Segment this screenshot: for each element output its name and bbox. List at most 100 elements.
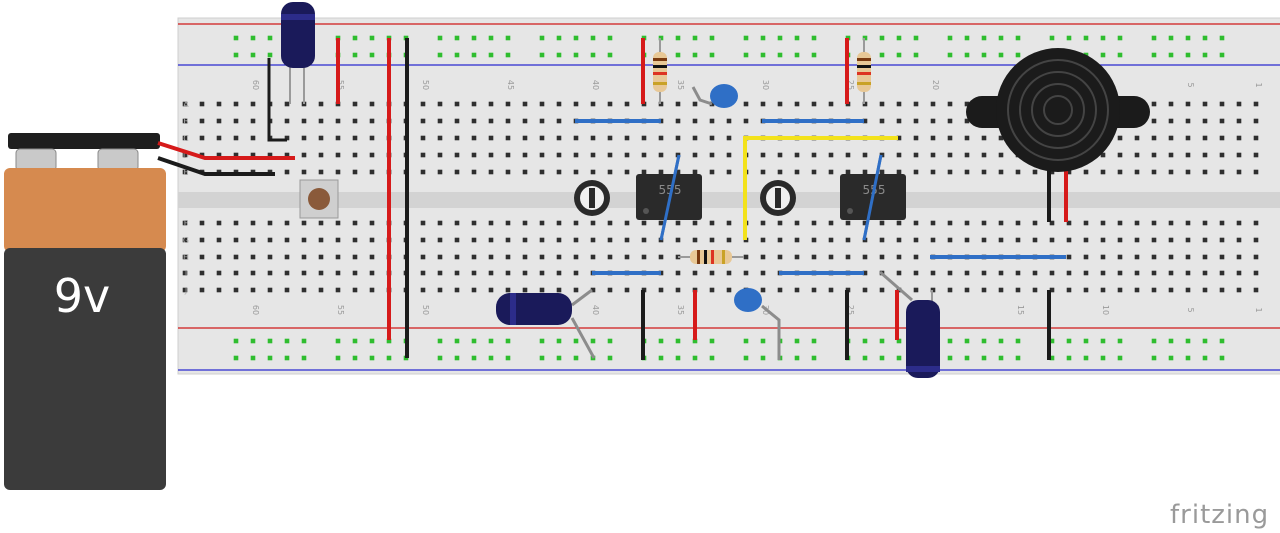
column-label: 45 — [506, 80, 515, 90]
breadboard-hole — [267, 287, 273, 293]
breadboard-hole — [811, 169, 817, 175]
breadboard-hole — [556, 52, 562, 58]
breadboard-hole — [454, 169, 460, 175]
breadboard-hole — [692, 237, 698, 243]
breadboard-hole — [1032, 169, 1038, 175]
breadboard-hole — [879, 237, 885, 243]
breadboard-hole — [420, 254, 426, 260]
breadboard-hole — [913, 101, 919, 107]
breadboard-hole — [964, 169, 970, 175]
breadboard-hole — [352, 355, 358, 361]
breadboard-hole — [556, 355, 562, 361]
breadboard-hole — [420, 287, 426, 293]
breadboard-hole — [1100, 237, 1106, 243]
breadboard-hole — [1015, 287, 1021, 293]
breadboard-hole — [301, 220, 307, 226]
breadboard-hole — [505, 152, 511, 158]
breadboard-hole — [590, 169, 596, 175]
breadboard-hole — [1134, 169, 1140, 175]
breadboard-hole — [335, 152, 341, 158]
breadboard-hole — [624, 287, 630, 293]
breadboard-hole — [811, 52, 817, 58]
breadboard-hole — [896, 355, 902, 361]
breadboard-hole — [777, 52, 783, 58]
breadboard-hole — [369, 169, 375, 175]
breadboard-hole — [1117, 52, 1123, 58]
breadboard-hole — [454, 220, 460, 226]
breadboard-hole — [369, 118, 375, 124]
breadboard-hole — [1066, 35, 1072, 41]
breadboard-hole — [420, 169, 426, 175]
breadboard-hole — [199, 287, 205, 293]
breadboard-hole — [862, 220, 868, 226]
breadboard-hole — [556, 135, 562, 141]
breadboard-hole — [1202, 118, 1208, 124]
breadboard-hole — [369, 152, 375, 158]
breadboard-hole — [556, 169, 562, 175]
breadboard-hole — [675, 135, 681, 141]
breadboard-hole — [233, 52, 239, 58]
breadboard-hole — [250, 52, 256, 58]
breadboard-hole — [896, 35, 902, 41]
breadboard-hole — [233, 355, 239, 361]
breadboard-hole — [1032, 220, 1038, 226]
breadboard-hole — [488, 118, 494, 124]
breadboard-hole — [1100, 152, 1106, 158]
row-letter: F — [184, 219, 189, 228]
breadboard-hole — [913, 35, 919, 41]
breadboard-hole — [233, 118, 239, 124]
breadboard-hole — [522, 270, 528, 276]
breadboard-hole — [284, 169, 290, 175]
breadboard-hole — [675, 355, 681, 361]
breadboard-hole — [675, 35, 681, 41]
breadboard-hole — [913, 287, 919, 293]
breadboard-hole — [250, 220, 256, 226]
breadboard-hole — [811, 237, 817, 243]
breadboard-hole — [794, 237, 800, 243]
breadboard-hole — [1066, 254, 1072, 260]
breadboard-hole — [1049, 169, 1055, 175]
breadboard-hole — [539, 152, 545, 158]
breadboard-hole — [1253, 169, 1259, 175]
breadboard-hole — [352, 52, 358, 58]
breadboard-hole — [284, 270, 290, 276]
row-letter: I — [185, 269, 187, 278]
battery-terminal-right — [97, 148, 139, 172]
column-label: 40 — [591, 305, 600, 315]
breadboard-hole — [369, 254, 375, 260]
breadboard-hole — [590, 287, 596, 293]
breadboard-hole — [981, 237, 987, 243]
breadboard-hole — [182, 220, 188, 226]
breadboard-hole — [879, 287, 885, 293]
breadboard-hole — [930, 169, 936, 175]
breadboard-hole — [1015, 270, 1021, 276]
breadboard-hole — [267, 52, 273, 58]
row-letter: J — [184, 286, 187, 295]
breadboard-hole — [318, 152, 324, 158]
breadboard-hole — [267, 270, 273, 276]
breadboard-hole — [862, 270, 868, 276]
breadboard-hole — [437, 355, 443, 361]
breadboard-hole — [284, 237, 290, 243]
breadboard-hole — [488, 169, 494, 175]
breadboard-hole — [760, 270, 766, 276]
breadboard-hole — [250, 237, 256, 243]
breadboard-hole — [1253, 220, 1259, 226]
breadboard-hole — [947, 287, 953, 293]
breadboard-hole — [573, 270, 579, 276]
breadboard-hole — [590, 52, 596, 58]
breadboard-hole — [607, 254, 613, 260]
breadboard-hole — [454, 287, 460, 293]
breadboard-hole — [1202, 237, 1208, 243]
breadboard-hole — [1219, 35, 1225, 41]
breadboard-hole — [318, 169, 324, 175]
breadboard-hole — [352, 101, 358, 107]
breadboard-hole — [947, 101, 953, 107]
breadboard-hole — [1083, 35, 1089, 41]
breadboard-hole — [1151, 135, 1157, 141]
breadboard-hole — [471, 287, 477, 293]
breadboard-hole — [947, 35, 953, 41]
breadboard-hole — [981, 355, 987, 361]
